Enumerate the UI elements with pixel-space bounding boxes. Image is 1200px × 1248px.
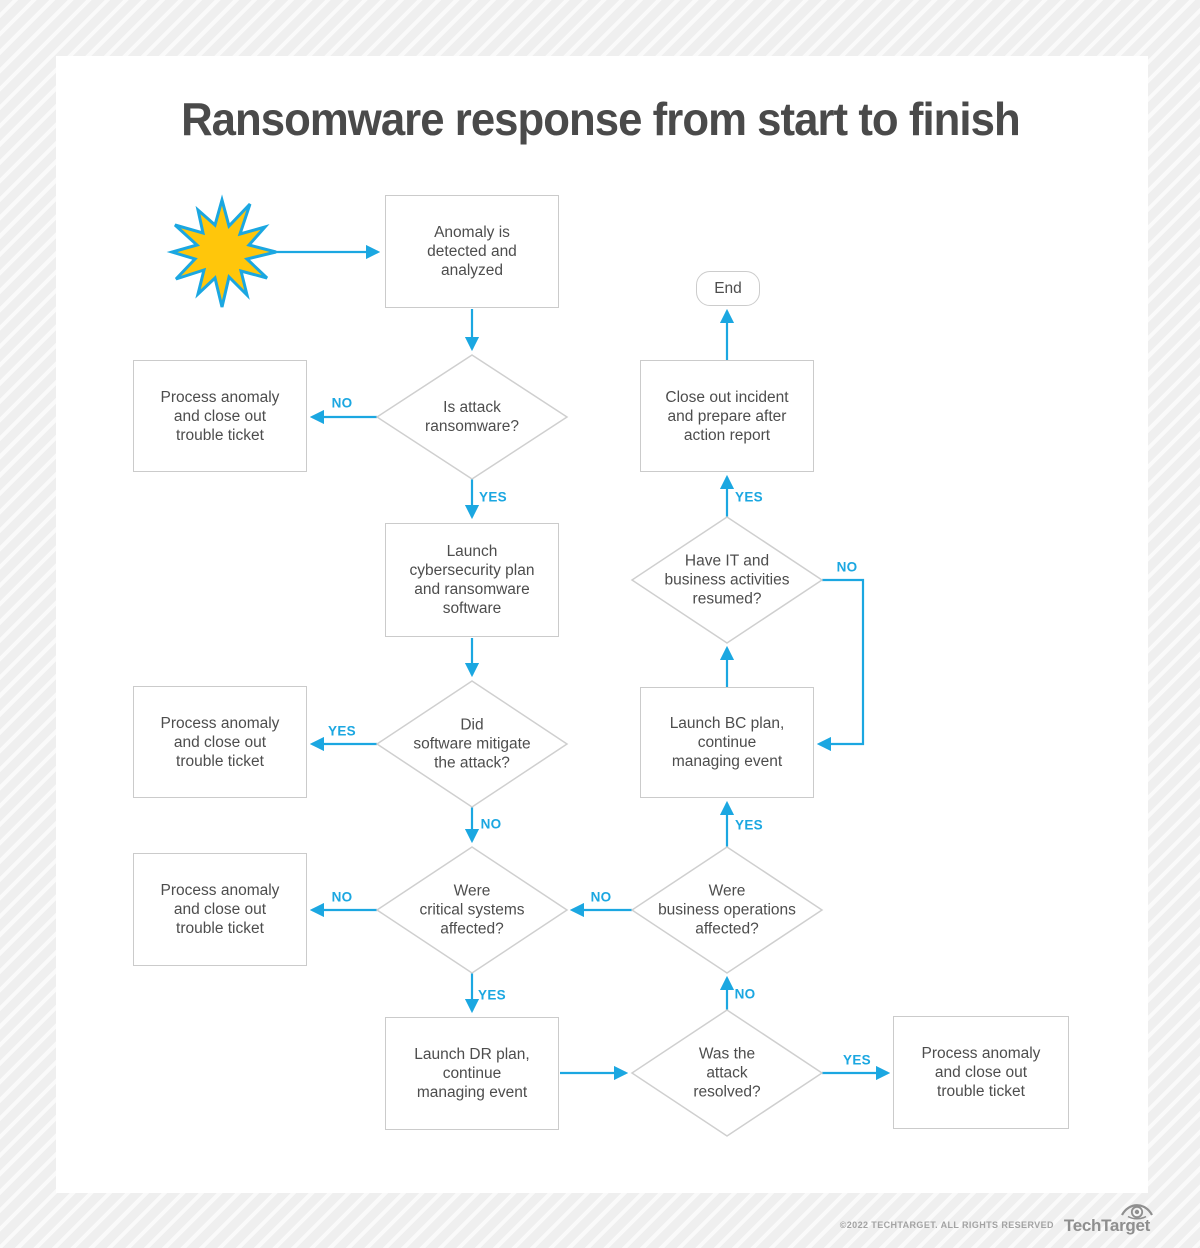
node-close-out-incident: Close out incident and prepare after act… [640, 360, 814, 472]
brand-name: TechTarget [1063, 1216, 1150, 1235]
attack-starburst-icon [166, 194, 277, 308]
node-launch-dr-plan: Launch DR plan, continue managing event [385, 1017, 559, 1130]
decision-attack-resolved-label: Was the attack resolved? [693, 1045, 761, 1101]
edge-label-yes-ransomware: YES [479, 489, 507, 505]
node-process-ticket-3-label: Process anomaly and close out trouble ti… [160, 882, 280, 937]
edge-label-yes-critical: YES [478, 987, 506, 1003]
edge-label-no-mitigate: NO [480, 816, 502, 832]
node-launch-cybersecurity-label: Launch cybersecurity plan and ransomware… [409, 543, 535, 617]
techtarget-logo: TechTarget [1063, 1203, 1153, 1236]
copyright-text: ©2022 TECHTARGET. ALL RIGHTS RESERVED [839, 1220, 1054, 1230]
node-end-label: End [714, 280, 742, 297]
node-anomaly-detected: Anomaly is detected and analyzed [385, 195, 559, 308]
decision-critical-systems-shape [375, 846, 569, 974]
node-end: End [696, 271, 760, 306]
decision-business-operations-label: Were business operations affected? [658, 882, 796, 938]
edge-label-no-resumed: NO [836, 559, 858, 575]
page-title: Ransomware response from start to finish [0, 92, 1200, 146]
edge-label-no-critical: NO [331, 889, 353, 905]
edge-label-yes-resumed: YES [735, 489, 763, 505]
edge-label-no-ransomware: NO [331, 395, 353, 411]
node-anomaly-detected-label: Anomaly is detected and analyzed [427, 224, 517, 279]
decision-software-mitigate-label: Did software mitigate the attack? [413, 716, 531, 772]
decision-software-mitigate-shape [375, 680, 569, 808]
node-process-ticket-4-label: Process anomaly and close out trouble ti… [921, 1045, 1041, 1100]
node-process-ticket-1: Process anomaly and close out trouble ti… [133, 360, 307, 472]
node-process-ticket-4: Process anomaly and close out trouble ti… [893, 1016, 1069, 1129]
node-launch-bc-plan-label: Launch BC plan, continue managing event [669, 715, 785, 770]
edge-label-yes-mitigate: YES [328, 723, 356, 739]
footer: ©2022 TECHTARGET. ALL RIGHTS RESERVED Te… [839, 1203, 1153, 1236]
page-title-text: Ransomware response from start to finish [180, 93, 1021, 145]
node-process-ticket-1-label: Process anomaly and close out trouble ti… [160, 388, 280, 444]
node-launch-bc-plan: Launch BC plan, continue managing event [640, 687, 814, 798]
decision-activities-resumed-label: Have IT and business activities resumed? [664, 552, 790, 608]
edge-label-yes-resolved: YES [843, 1052, 871, 1068]
node-close-out-incident-label: Close out incident and prepare after act… [665, 388, 789, 444]
decision-activities-resumed-shape [630, 516, 824, 644]
edge-label-no-resolved: NO [734, 986, 756, 1002]
decision-is-ransomware-label: Is attack ransomware? [425, 399, 519, 435]
node-process-ticket-2: Process anomaly and close out trouble ti… [133, 686, 307, 798]
edges-group [262, 244, 891, 1081]
decision-shapes-group [375, 354, 824, 1137]
node-process-ticket-3: Process anomaly and close out trouble ti… [133, 853, 307, 966]
decision-critical-systems-label: Were critical systems affected? [419, 882, 525, 938]
decision-is-ransomware-shape [375, 354, 569, 480]
edge-label-yes-business: YES [735, 817, 763, 833]
node-launch-dr-plan-label: Launch DR plan, continue managing event [414, 1046, 530, 1101]
decision-business-operations-shape [630, 846, 824, 974]
node-launch-cybersecurity: Launch cybersecurity plan and ransomware… [385, 523, 559, 637]
node-process-ticket-2-label: Process anomaly and close out trouble ti… [160, 714, 280, 770]
edge-resumed-no-loop [816, 578, 865, 752]
edge-label-no-business: NO [590, 889, 612, 905]
decision-attack-resolved-shape [630, 1009, 824, 1137]
techtarget-eye-icon [1121, 1204, 1153, 1220]
